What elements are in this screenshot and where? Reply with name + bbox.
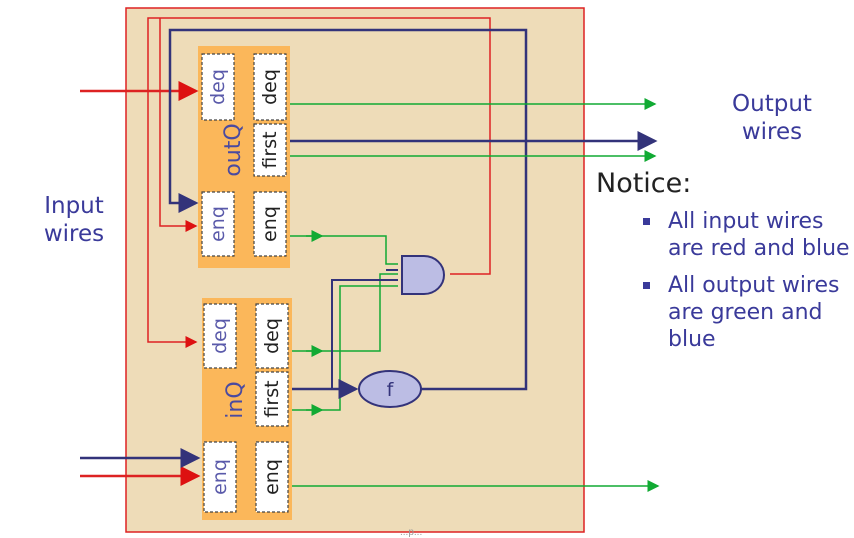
inQ-deq-right-label: deq <box>261 318 283 354</box>
outQ-first-port <box>253 123 287 177</box>
inQ-deq-left-label: deq <box>209 318 231 354</box>
inQ-deq-right-port <box>255 303 289 369</box>
green-wire-outQ-enq-to-and <box>290 235 398 265</box>
notice-item: All input wires are red and blue <box>640 208 850 262</box>
inQ-enq-right-port <box>255 441 289 513</box>
module-background <box>125 7 585 533</box>
outQ-enq-right-label: enq <box>259 206 281 242</box>
notice-heading: Notice: <box>596 168 692 199</box>
bullet-icon <box>643 218 650 225</box>
inQ-first-label: first <box>261 380 283 417</box>
and-output-red-wire <box>147 17 491 348</box>
inQ-enq-right-label: enq <box>261 459 283 495</box>
output-wires-label: Output wires <box>732 91 812 145</box>
notice-item: All output wires are green and blue <box>640 272 850 353</box>
input-wires-label: Input wires <box>43 193 105 247</box>
outQ-first-label: first <box>259 131 281 168</box>
outQ-deq-right-label: deq <box>259 69 281 105</box>
notice-list: All input wires are red and blue All out… <box>640 208 850 363</box>
inQ-name: inQ <box>223 381 248 418</box>
function-f-block <box>358 370 422 408</box>
and-gate <box>401 255 445 295</box>
outQ-deq-left-label: deq <box>207 69 229 105</box>
bullet-icon <box>643 282 650 289</box>
footer-text: ...p... <box>400 527 423 538</box>
red-wire-branch-outQ-enq <box>159 18 198 232</box>
notice-item-text: All output wires are green and blue <box>668 273 840 352</box>
green-wire-inQ-deq-to-and <box>292 273 398 352</box>
outQ-enq-left-port <box>201 191 235 257</box>
outQ-enq-right-port <box>253 191 287 257</box>
function-f-label: f <box>387 379 395 401</box>
outQ-enq-left-label: enq <box>207 206 229 242</box>
inQ-deq-left-port <box>203 303 237 369</box>
f-output-blue-wire <box>168 28 528 391</box>
inQ-enq-left-port <box>203 441 237 513</box>
outQ-deq-left-port <box>201 53 235 121</box>
outQ-name: outQ <box>221 123 246 176</box>
notice-item-text: All input wires are red and blue <box>668 209 850 261</box>
inQ-enq-left-label: enq <box>209 459 231 495</box>
outQ-deq-right-port <box>253 53 287 121</box>
inQ-first-port <box>255 371 289 427</box>
